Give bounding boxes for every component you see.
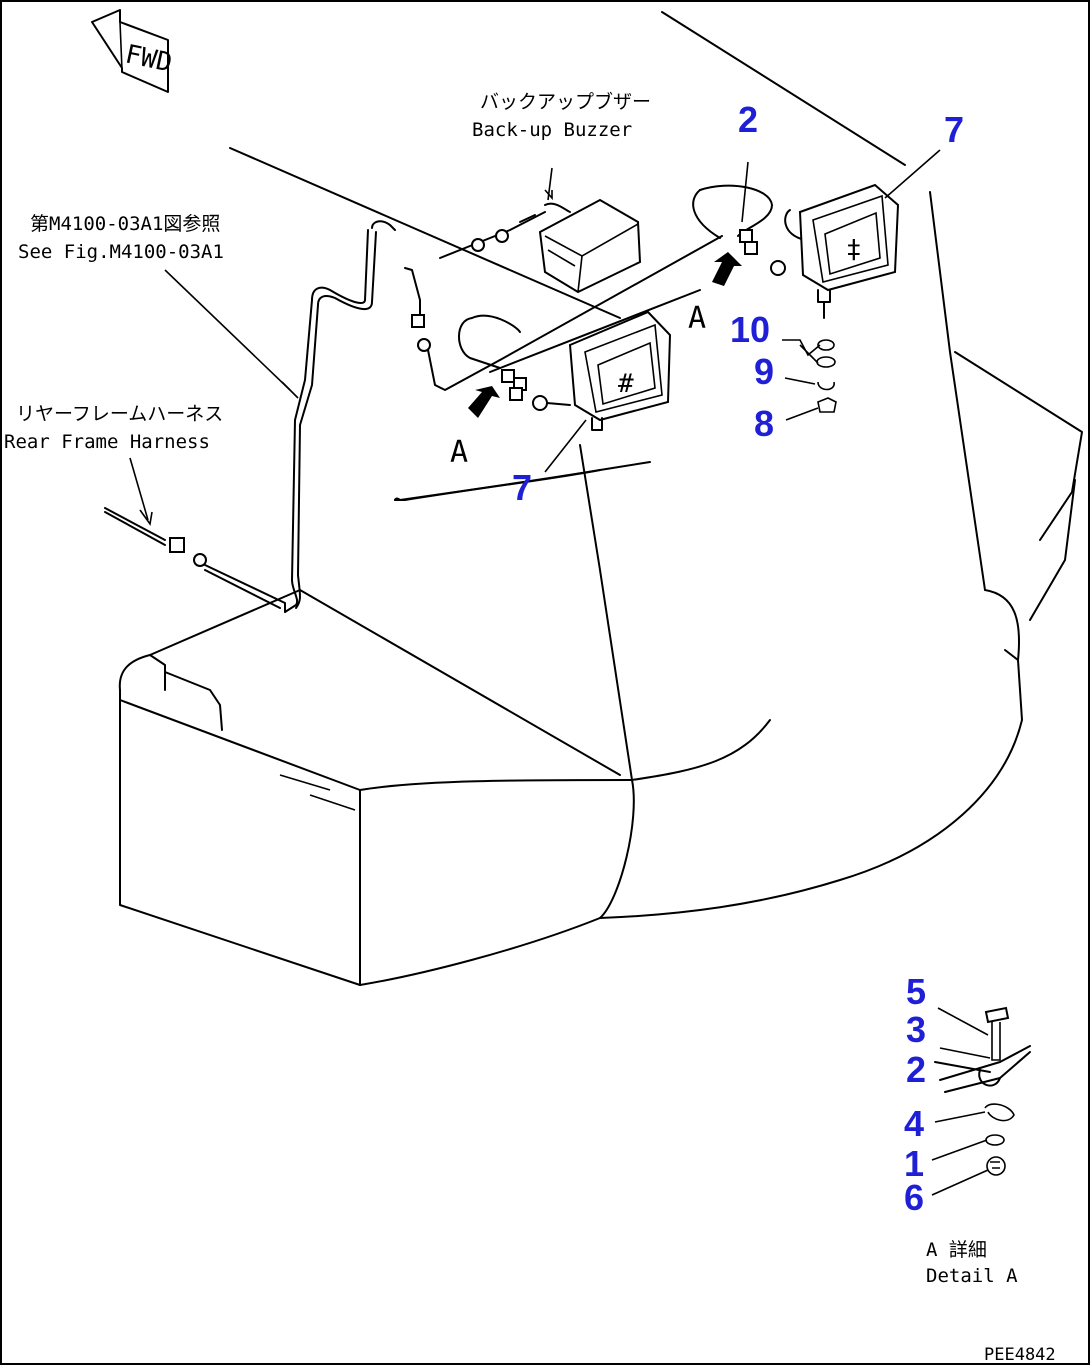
detail-callout-1: 1	[904, 1143, 924, 1184]
see-fig-jp-label: 第M4100-03A1図参照	[30, 213, 220, 235]
svg-text:#: #	[618, 369, 634, 399]
work-lamp-right-icon: ‡	[798, 183, 900, 319]
detail-a-en-label: Detail A	[926, 1265, 1018, 1287]
detail-callout-2: 2	[906, 1049, 926, 1090]
backup-buzzer-jp-label: バックアップブザー	[480, 90, 651, 113]
backup-buzzer-icon	[538, 198, 642, 294]
svg-text:‡: ‡	[846, 235, 862, 265]
callout-2-top: 2	[738, 99, 758, 140]
rear-frame-en-label: Rear Frame Harness	[4, 431, 210, 453]
callout-10: 10	[730, 309, 770, 350]
detail-a-jp-label: A 詳細	[926, 1239, 987, 1261]
fwd-arrow-icon: FWD	[91, 9, 175, 93]
view-arrow-left-icon	[468, 386, 500, 418]
harness-wiring	[104, 184, 806, 613]
detail-a-drawing	[931, 1006, 1031, 1196]
rear-body-outline	[118, 11, 1083, 986]
rear-frame-jp-label: リヤーフレームハーネス	[16, 403, 223, 425]
callout-7-bottom: 7	[512, 467, 532, 508]
view-a-left-label: A	[450, 435, 468, 470]
drawing-id: PEE4842	[984, 1345, 1056, 1365]
lamp-fastener-stack	[816, 339, 837, 413]
view-a-right-label: A	[688, 301, 706, 336]
fwd-label: FWD	[123, 40, 175, 79]
detail-callout-4: 4	[904, 1103, 924, 1144]
detail-callout-6: 6	[904, 1177, 924, 1218]
work-lamp-left-icon: #	[568, 310, 672, 431]
callout-9: 9	[754, 351, 774, 392]
backup-buzzer-en-label: Back-up Buzzer	[472, 119, 632, 141]
detail-callout-3: 3	[906, 1009, 926, 1050]
see-fig-en-label: See Fig.M4100-03A1	[18, 241, 224, 263]
detail-callout-5: 5	[906, 971, 926, 1012]
callout-7-top: 7	[944, 109, 964, 150]
view-arrow-right-icon	[712, 252, 742, 286]
leader-lines	[129, 149, 941, 527]
callout-8: 8	[754, 403, 774, 444]
connector-icon	[169, 537, 185, 553]
